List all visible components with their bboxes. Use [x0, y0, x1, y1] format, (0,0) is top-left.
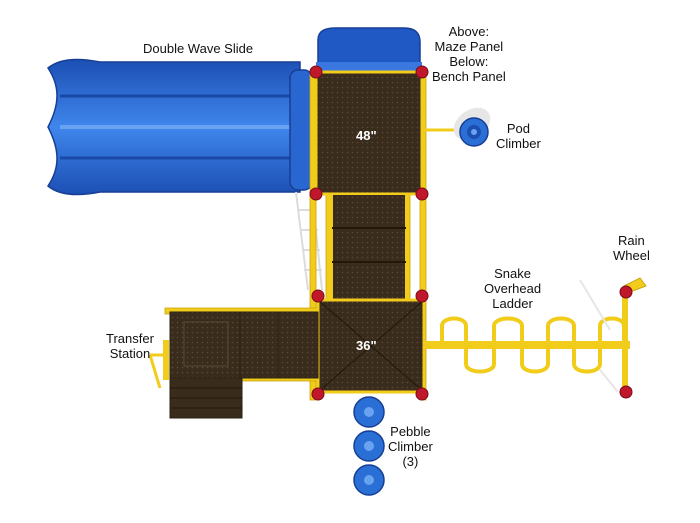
panel-line-1: Above:: [448, 24, 490, 39]
rain-line-1: Rain: [618, 233, 645, 248]
panel-line-3: Below:: [449, 54, 489, 69]
upper-deck: [314, 70, 424, 196]
pod-line-2: Climber: [496, 136, 541, 151]
label-maze-bench-panel: Above: Maze Panel Below: Bench Panel: [432, 24, 506, 84]
ladder-shadow-right: [579, 279, 619, 393]
ladder-shadow: [295, 191, 323, 291]
snake-overhead-ladder: [424, 316, 630, 374]
double-wave-slide: [47, 58, 313, 196]
transfer-line-2: Station: [109, 346, 151, 361]
panel-line-2: Maze Panel: [434, 39, 504, 54]
pebble-line-2: Climber: [388, 439, 433, 454]
pebble-line-3: (3): [402, 454, 419, 469]
maze-panel: [316, 27, 422, 72]
label-pebble-climber: Pebble Climber (3): [388, 424, 433, 469]
transfer-line-1: Transfer: [106, 331, 154, 346]
snake-line-2: Overhead: [484, 281, 542, 296]
pod-climber: [422, 107, 491, 147]
pebble-climbers: [353, 396, 385, 496]
label-rain-wheel: Rain Wheel: [613, 233, 650, 263]
label-transfer-station: Transfer Station: [106, 331, 154, 361]
snake-line-1: Snake: [494, 266, 531, 281]
lower-deck-height: 36": [356, 338, 377, 353]
transfer-station: [148, 311, 319, 419]
step-deck: [331, 193, 407, 301]
pod-line-1: Pod: [506, 121, 530, 136]
post-clamps: [309, 65, 633, 401]
label-snake-overhead-ladder: Snake Overhead Ladder: [484, 266, 541, 311]
label-pod-climber: Pod Climber: [496, 121, 541, 151]
snake-line-3: Ladder: [492, 296, 533, 311]
label-double-wave-slide: Double Wave Slide: [143, 41, 253, 56]
panel-line-4: Bench Panel: [432, 69, 506, 84]
rain-line-2: Wheel: [613, 248, 650, 263]
pebble-line-1: Pebble: [390, 424, 431, 439]
slide-text: Double Wave Slide: [143, 41, 254, 56]
upper-deck-height: 48": [356, 128, 377, 143]
